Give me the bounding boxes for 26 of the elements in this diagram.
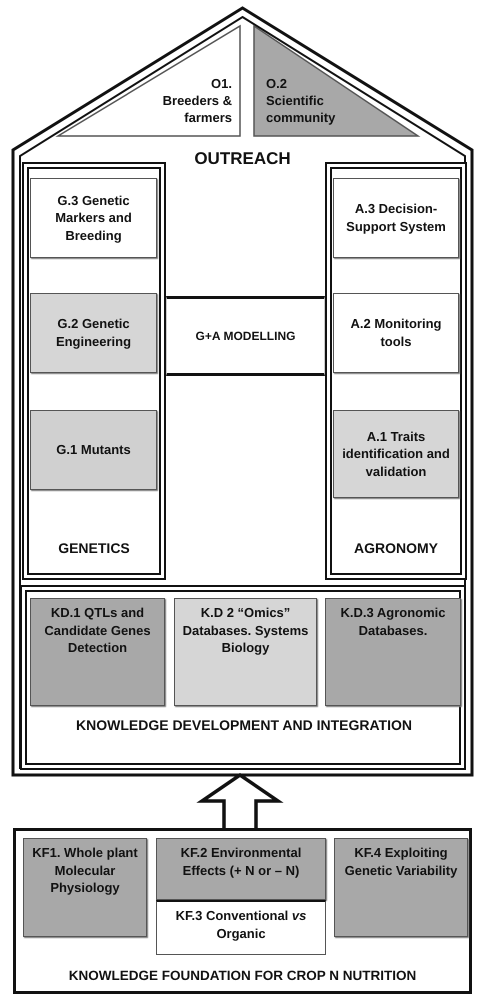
topic-box: KF.3 Conventional vs Organic bbox=[156, 900, 326, 955]
topic-box: A.1 Traits identification and validation bbox=[333, 410, 459, 498]
topic-box: KF.2 Environmental Effects (+ N or – N) bbox=[156, 838, 326, 900]
topic-box: KD.1 QTLs and Candidate Genes Detection bbox=[30, 598, 165, 706]
section-title: OUTREACH bbox=[193, 148, 292, 170]
modelling-band: G+A MODELLING bbox=[166, 296, 325, 376]
section-title: GENETICS bbox=[57, 539, 131, 558]
section-frame bbox=[20, 585, 466, 770]
topic-box: G.2 Genetic Engineering bbox=[30, 293, 157, 373]
section-frame bbox=[22, 162, 166, 580]
section-frame bbox=[325, 162, 467, 580]
section-title: KNOWLEDGE FOUNDATION FOR CROP N NUTRITION bbox=[68, 967, 418, 985]
topic-box: G.1 Mutants bbox=[30, 410, 157, 490]
section-frame bbox=[13, 828, 472, 994]
topic-box: KF.4 Exploiting Genetic Variability bbox=[334, 838, 468, 937]
panel-label: O.2 Scientific community bbox=[266, 76, 336, 127]
topic-box: KF1. Whole plant Molecular Physiology bbox=[23, 838, 147, 937]
topic-box: K.D.3 Agronomic Databases. bbox=[325, 598, 461, 706]
section-title: AGRONOMY bbox=[353, 539, 439, 558]
topic-box: G.3 Genetic Markers and Breeding bbox=[30, 178, 157, 258]
topic-box: A.3 Decision-Support System bbox=[333, 178, 459, 258]
panel-label: O1. Breeders & farmers bbox=[162, 76, 232, 127]
section-title: KNOWLEDGE DEVELOPMENT AND INTEGRATION bbox=[75, 716, 413, 734]
block-arrow bbox=[196, 772, 284, 830]
topic-box: A.2 Monitoring tools bbox=[333, 293, 459, 373]
topic-box: K.D 2 “Omics” Databases. Systems Biology bbox=[174, 598, 317, 706]
